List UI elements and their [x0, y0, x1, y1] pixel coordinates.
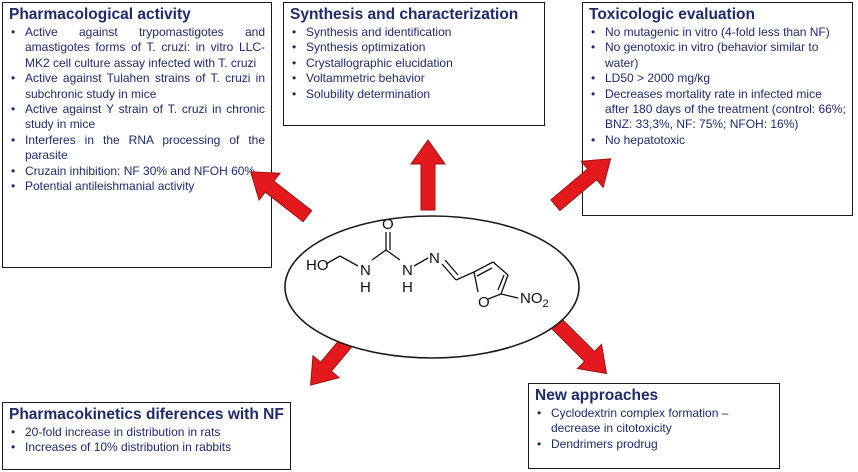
list-item: Increases of 10% distribution in rabbits	[11, 440, 284, 456]
toxicologic-evaluation-box: Toxicologic evaluation No mutagenic in v…	[582, 2, 853, 216]
pharmacokinetics-list: 20-fold increase in distribution in rats…	[9, 425, 284, 456]
arrow-icon	[410, 139, 446, 211]
new-approaches-list: Cyclodextrin complex formation – decreas…	[535, 406, 773, 453]
nitrofurazone-derivative-structure: HO H N O N H N O NO2	[284, 215, 580, 359]
carbonyl-oxygen-label: O	[382, 216, 394, 233]
hydrazine-n-label: N	[402, 262, 413, 279]
pharmacological-activity-list: Active against trypomastigotes and amast…	[9, 25, 265, 195]
list-item: Synthesis and identification	[292, 25, 538, 41]
list-item: No hepatotoxic	[591, 133, 846, 149]
hydroxyl-label: HO	[306, 257, 329, 274]
pharmacokinetics-box: Pharmacokinetics diferences with NF 20-f…	[2, 402, 291, 470]
synthesis-characterization-box: Synthesis and characterization Synthesis…	[283, 2, 545, 126]
synthesis-characterization-list: Synthesis and identification Synthesis o…	[290, 25, 538, 102]
furan-oxygen-label: O	[478, 294, 490, 311]
list-item: Cyclodextrin complex formation – decreas…	[537, 406, 773, 437]
list-item: 20-fold increase in distribution in rats	[11, 425, 284, 441]
list-item: No genotoxic in vitro (behavior similar …	[591, 40, 846, 71]
list-item: Dendrimers prodrug	[537, 437, 773, 453]
list-item: Crystallographic elucidation	[292, 56, 538, 72]
list-item: Solubility determination	[292, 87, 538, 103]
arrow-icon	[550, 158, 612, 212]
toxicologic-evaluation-list: No mutagenic in vitro (4-fold less than …	[589, 25, 846, 149]
pharmacological-activity-box: Pharmacological activity Active against …	[2, 2, 272, 268]
amine-n-label: N	[360, 262, 371, 279]
list-item: Potential antileishmanial activity	[11, 179, 265, 195]
new-approaches-box: New approaches Cyclodextrin complex form…	[528, 383, 780, 469]
toxicologic-evaluation-title: Toxicologic evaluation	[589, 6, 755, 23]
list-item: Active against Y strain of T. cruzi in c…	[11, 102, 265, 133]
list-item: Active against Tulahen strains of T. cru…	[11, 71, 265, 102]
pharmacokinetics-title: Pharmacokinetics diferences with NF	[9, 406, 284, 423]
list-item: Synthesis optimization	[292, 40, 538, 56]
list-item: Cruzain inhibition: NF 30% and NFOH 60%	[11, 164, 265, 180]
new-approaches-title: New approaches	[535, 387, 659, 404]
list-item: LD50 > 2000 mg/kg	[591, 71, 846, 87]
list-item: Decreases mortality rate in infected mic…	[591, 87, 846, 133]
list-item: Interferes in the RNA processing of the …	[11, 133, 265, 164]
list-item: Active against trypomastigotes and amast…	[11, 25, 265, 71]
pharmacological-activity-title: Pharmacological activity	[9, 6, 191, 23]
list-item: Voltammetric behavior	[292, 71, 538, 87]
nitro-group-label: NO2	[520, 290, 549, 310]
list-item: No mutagenic in vitro (4-fold less than …	[591, 25, 846, 41]
imine-n-label: N	[429, 250, 440, 267]
amine-h-label: H	[360, 279, 371, 296]
arrow-icon	[249, 171, 313, 223]
hydrazine-h-label: H	[402, 279, 413, 296]
synthesis-characterization-title: Synthesis and characterization	[290, 6, 519, 23]
